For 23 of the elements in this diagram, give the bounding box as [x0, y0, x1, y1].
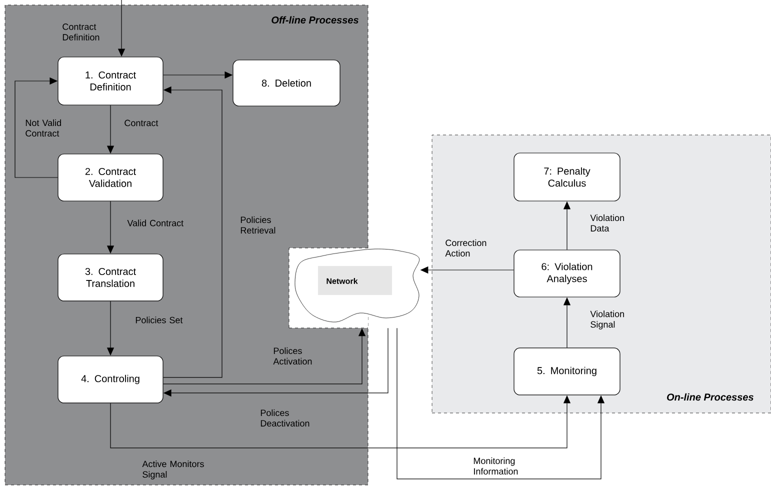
- process-box: 7: Penalty Calculus: [514, 152, 620, 202]
- edge-label: Contract Definition: [62, 24, 100, 40]
- edge-label: Correction Action: [445, 239, 486, 257]
- process-box: 1. Contract Definition: [58, 56, 164, 106]
- edge-label: Not Valid Contract: [26, 119, 61, 137]
- process-box: 8. Deletion: [232, 60, 340, 106]
- edge-label: Valid Contract: [127, 220, 184, 226]
- edge-label: Polices Activation: [273, 347, 312, 365]
- process-box: 5. Monitoring: [514, 348, 620, 396]
- edge-label: Active Monitors Signal: [142, 460, 204, 480]
- process-box: 2. Contract Validation: [58, 154, 164, 202]
- process-box: 3. Contract Translation: [58, 254, 164, 302]
- process-box: 4. Controling: [58, 356, 164, 404]
- edge-label: Contract: [124, 120, 158, 126]
- edge-label: Policies Retrieval: [240, 216, 276, 234]
- arrow: [14, 77, 58, 178]
- edge-label: Monitoring Information: [474, 457, 518, 475]
- process-box: 6: Violation Analyses: [514, 250, 620, 298]
- network-cloud: Network: [288, 248, 420, 328]
- edge-label: Polices Deactivation: [260, 409, 310, 427]
- edge-label: Policies Set: [136, 316, 183, 324]
- edge-label: Violation Data: [590, 214, 624, 232]
- edge-label: Violation Signal: [590, 310, 624, 330]
